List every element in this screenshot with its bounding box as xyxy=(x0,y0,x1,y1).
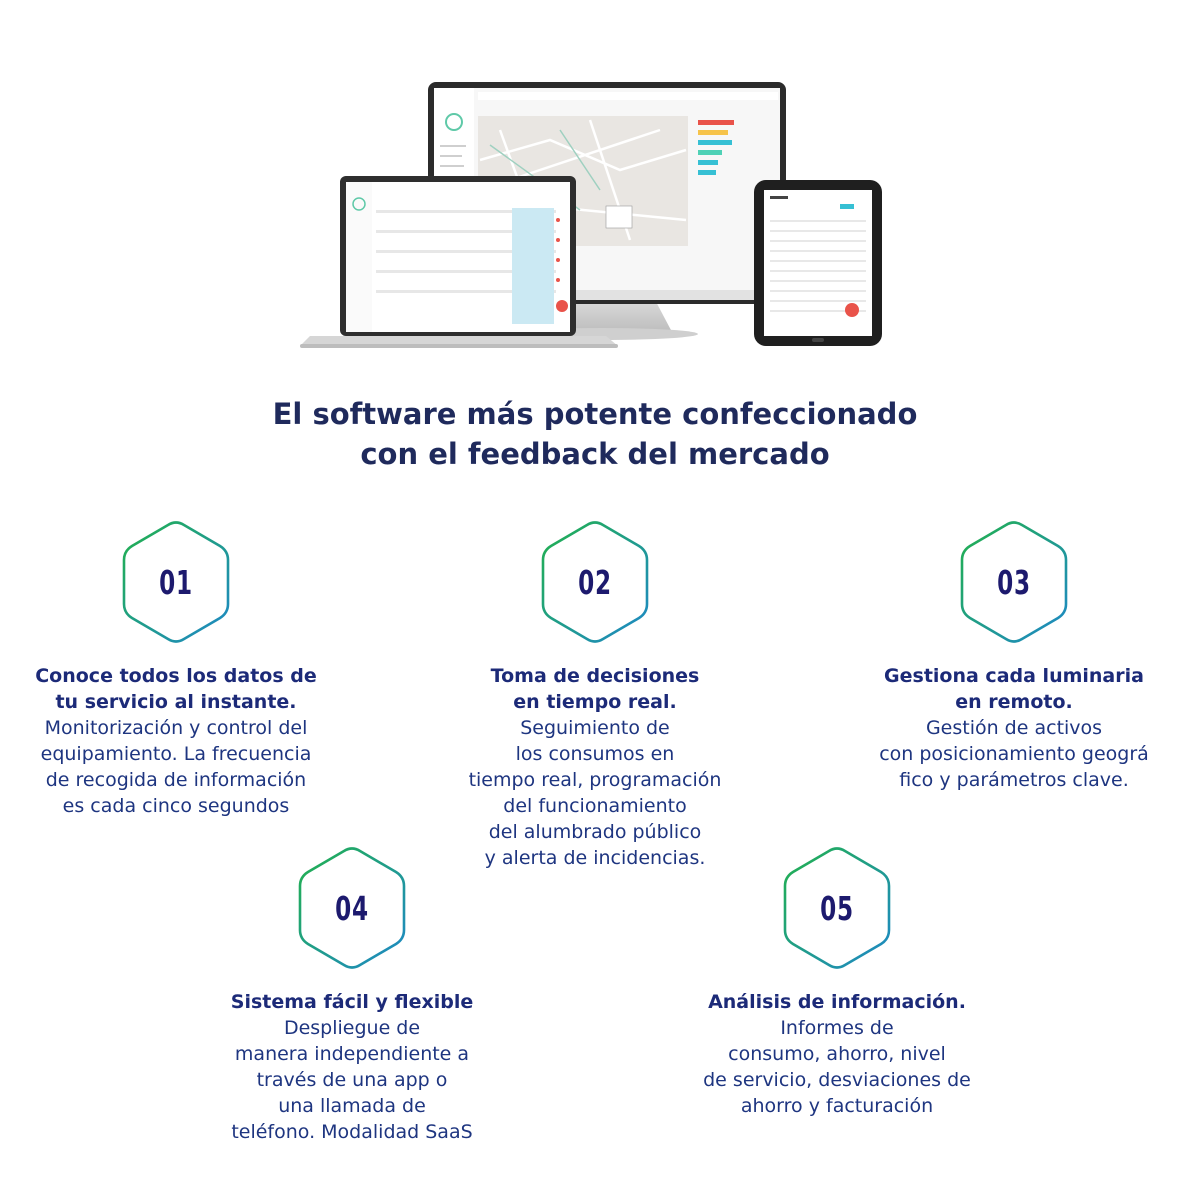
feature-desc: del alumbrado público xyxy=(488,821,702,843)
headline-line-1: El software más potente confeccionado xyxy=(272,397,918,431)
feature-number: 03 xyxy=(997,562,1031,602)
feature-desc: equipamiento. La frecuencia xyxy=(40,743,312,765)
feature-title: Toma de decisiones xyxy=(490,665,700,687)
feature-desc: una llamada de xyxy=(278,1095,426,1117)
feature-desc: manera independiente a xyxy=(234,1043,470,1065)
feature-04: Sistema fácil y flexible Despliegue de m… xyxy=(192,989,512,1145)
feature-03: Gestiona cada luminaria en remoto. Gesti… xyxy=(854,663,1174,793)
feature-title: en tiempo real. xyxy=(513,691,677,713)
hexagon-badge-05: 05 xyxy=(781,846,893,970)
feature-title: Sistema fácil y flexible xyxy=(230,991,474,1013)
feature-title: tu servicio al instante. xyxy=(55,691,297,713)
hexagon-badge-02: 02 xyxy=(539,520,651,644)
headline: El software más potente confeccionado co… xyxy=(0,394,1190,474)
feature-desc: fico y parámetros clave. xyxy=(899,769,1129,791)
feature-number: 01 xyxy=(159,562,193,602)
feature-01: Conoce todos los datos de tu servicio al… xyxy=(16,663,336,819)
feature-number: 05 xyxy=(820,888,854,928)
feature-desc: Seguimiento de xyxy=(520,717,670,739)
feature-desc: través de una app o xyxy=(256,1069,448,1091)
hexagon-badge-01: 01 xyxy=(120,520,232,644)
feature-desc: ahorro y facturación xyxy=(740,1095,934,1117)
devices-illustration xyxy=(300,70,900,370)
feature-05: Análisis de información. Informes de con… xyxy=(677,989,997,1119)
hexagon-icon xyxy=(541,521,649,643)
feature-desc: Gestión de activos xyxy=(925,717,1103,739)
feature-desc: del funcionamiento xyxy=(503,795,687,817)
feature-number: 02 xyxy=(578,562,612,602)
feature-desc: tiempo real, programación xyxy=(468,769,722,791)
feature-02: Toma de decisiones en tiempo real. Segui… xyxy=(435,663,755,871)
feature-desc: de servicio, desviaciones de xyxy=(703,1069,971,1091)
hexagon-icon xyxy=(122,521,230,643)
feature-desc: de recogida de información xyxy=(45,769,307,791)
feature-desc: con posicionamiento geográ xyxy=(879,743,1149,765)
feature-title: Gestiona cada luminaria xyxy=(884,665,1144,687)
feature-desc: teléfono. Modalidad SaaS xyxy=(231,1121,473,1143)
feature-title: Análisis de información. xyxy=(708,991,966,1013)
feature-desc: Despliegue de xyxy=(283,1017,421,1039)
hexagon-icon xyxy=(298,847,406,969)
feature-title: en remoto. xyxy=(955,691,1073,713)
hexagon-icon xyxy=(783,847,891,969)
hexagon-icon xyxy=(960,521,1068,643)
hexagon-badge-03: 03 xyxy=(958,520,1070,644)
feature-desc: Monitorización y control del xyxy=(44,717,308,739)
feature-desc: y alerta de incidencias. xyxy=(484,847,706,869)
feature-desc: los consumos en xyxy=(515,743,675,765)
feature-number: 04 xyxy=(335,888,369,928)
feature-desc: es cada cinco segundos xyxy=(62,795,290,817)
feature-title: Conoce todos los datos de xyxy=(35,665,317,687)
feature-desc: consumo, ahorro, nivel xyxy=(728,1043,946,1065)
devices-image xyxy=(300,82,882,348)
feature-desc: Informes de xyxy=(780,1017,894,1039)
hexagon-badge-04: 04 xyxy=(296,846,408,970)
headline-line-2: con el feedback del mercado xyxy=(360,437,830,471)
